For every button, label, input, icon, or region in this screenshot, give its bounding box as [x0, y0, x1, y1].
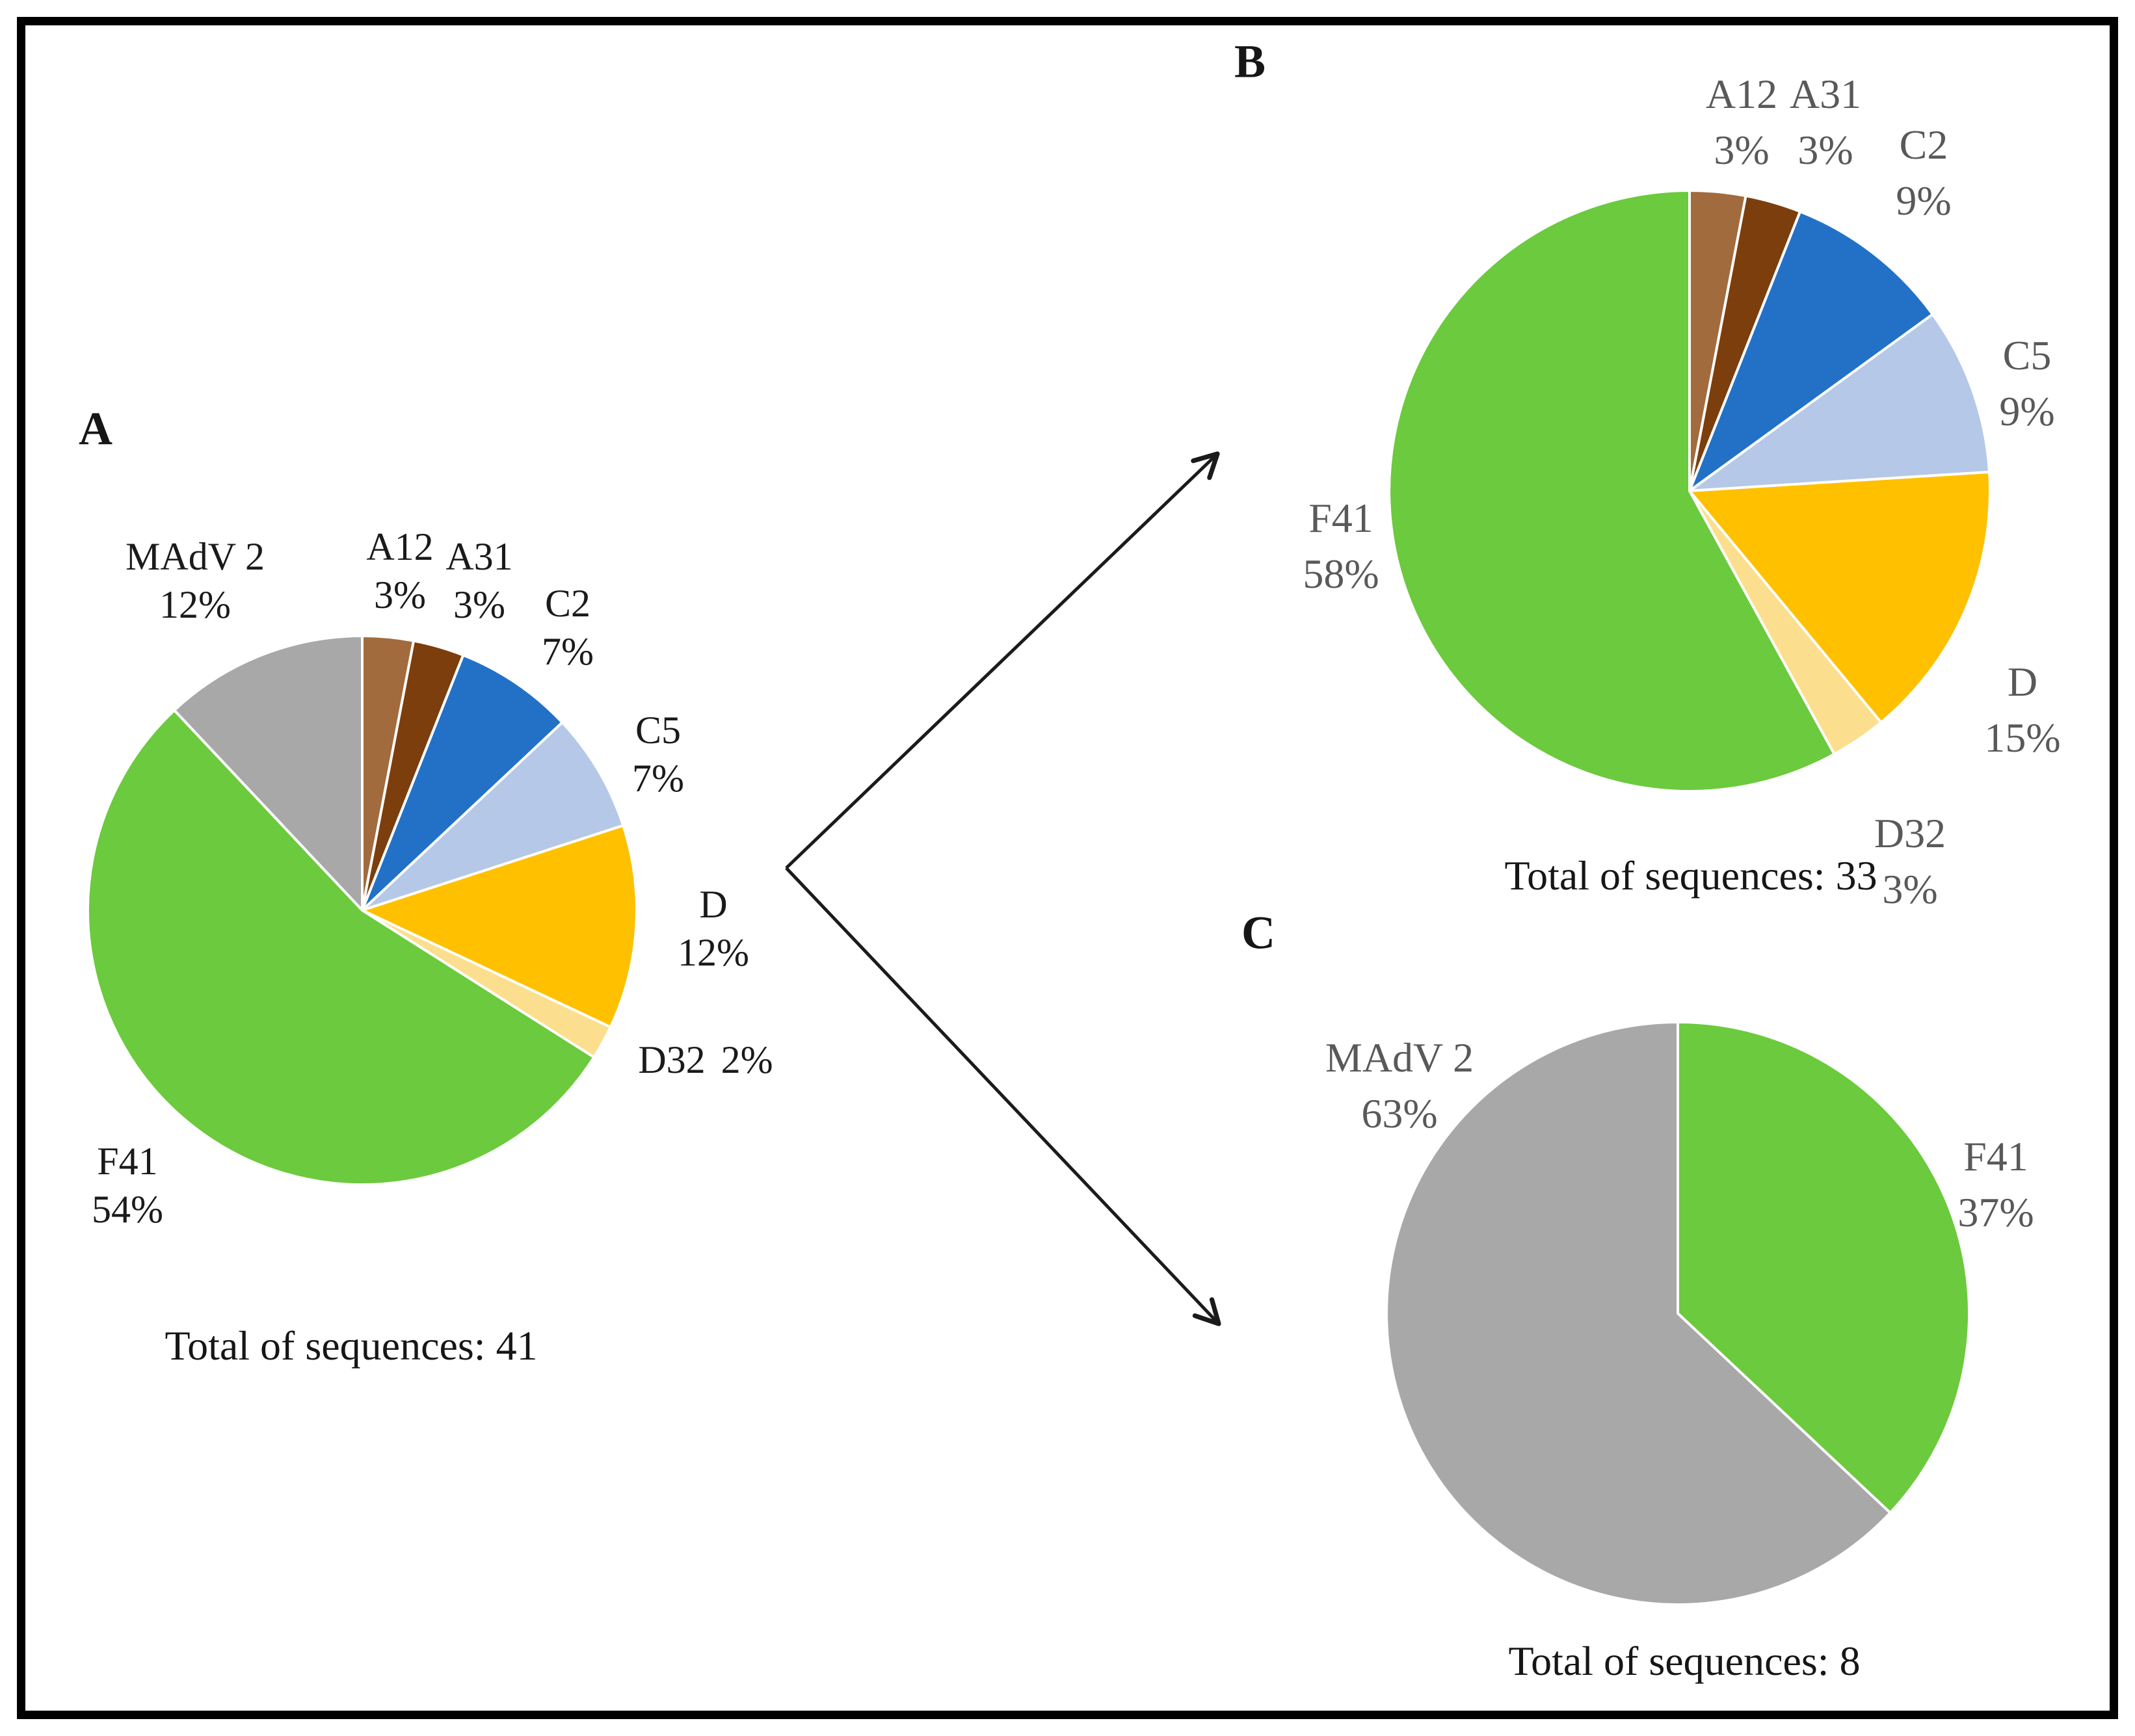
pie-groups	[86, 189, 1991, 1606]
pie-slice-c-madv-2	[1385, 1021, 1892, 1606]
pie-slice-a-d	[361, 824, 638, 1029]
slice-name: F41	[1308, 495, 1373, 541]
slice-label-a-d32: D32 2%	[638, 1036, 773, 1084]
slice-percent: 2%	[721, 1038, 773, 1081]
split-arrow	[785, 451, 1221, 1326]
pie-slice-a-f41	[86, 709, 596, 1187]
slice-percent: 9%	[1896, 178, 1952, 224]
pie-c	[1385, 1021, 1970, 1606]
slice-percent: 3%	[1797, 127, 1853, 173]
arrow-to-panel-b	[785, 451, 1220, 869]
slice-percent: 3%	[374, 573, 426, 616]
slice-name: C5	[2002, 332, 2052, 378]
total-sequences-b: Total of sequences: 33	[1504, 852, 1877, 899]
slice-name: F41	[97, 1140, 158, 1183]
panel-letter-a: A	[79, 402, 113, 455]
slice-name: A12	[366, 525, 434, 568]
total-sequences-a: Total of sequences: 41	[165, 1322, 538, 1369]
slice-name: A31	[445, 535, 513, 578]
slice-percent: 58%	[1303, 551, 1379, 597]
arrow-to-panel-c	[785, 867, 1221, 1326]
slice-name: A31	[1789, 71, 1862, 117]
slice-percent: 3%	[1882, 866, 1938, 912]
slice-name: C5	[635, 709, 682, 752]
slice-percent: 12%	[159, 583, 231, 626]
pie-b	[1388, 189, 1991, 793]
slice-name: MAdV 2	[126, 535, 265, 578]
slice-name: D32	[1874, 810, 1946, 856]
pie-slice-b-c5	[1688, 313, 1991, 492]
panel-letter-c: C	[1241, 906, 1275, 959]
pie-slice-c-f41	[1677, 1021, 1970, 1514]
slice-percent: 63%	[1361, 1090, 1438, 1137]
slice-name: C2	[1899, 122, 1948, 168]
slice-name: D32	[638, 1038, 706, 1081]
slice-label-a-d: D 12%	[678, 880, 749, 977]
pie-slice-b-d	[1688, 471, 1991, 724]
slice-percent: 7%	[632, 757, 684, 800]
slice-percent: 9%	[1999, 388, 2055, 434]
pie-a	[86, 635, 638, 1187]
slice-percent: 3%	[453, 583, 505, 626]
slice-percent: 3%	[1714, 127, 1770, 173]
total-sequences-c: Total of sequences: 8	[1508, 1638, 1861, 1684]
slice-percent: 7%	[542, 630, 594, 673]
slice-name: MAdV 2	[1325, 1034, 1474, 1081]
pie-slice-b-f41	[1388, 189, 1836, 793]
slice-name: C2	[544, 582, 591, 625]
pie-slice-b-c2	[1688, 210, 1934, 492]
slice-percent: 15%	[1984, 715, 2061, 761]
pie-slice-a-c5	[361, 721, 625, 912]
slice-name: D	[699, 883, 728, 926]
slice-label-a-madv-2: MAdV 2 12%	[126, 533, 265, 629]
slice-percent: 12%	[678, 931, 749, 974]
slice-percent: 54%	[92, 1188, 163, 1231]
pie-slice-a-madv-2	[173, 635, 364, 912]
slice-name: A12	[1705, 71, 1778, 117]
slice-label-c-madv-2: MAdV 2 63%	[1325, 1030, 1474, 1142]
panel-letter-b: B	[1234, 35, 1266, 88]
slice-percent: 37%	[1957, 1189, 2034, 1235]
slice-name: D	[2007, 659, 2038, 705]
slice-name: F41	[1963, 1133, 2028, 1179]
slice-label-b-d: D 15%	[1984, 654, 2060, 766]
pie-slice-a-c2	[361, 653, 564, 912]
